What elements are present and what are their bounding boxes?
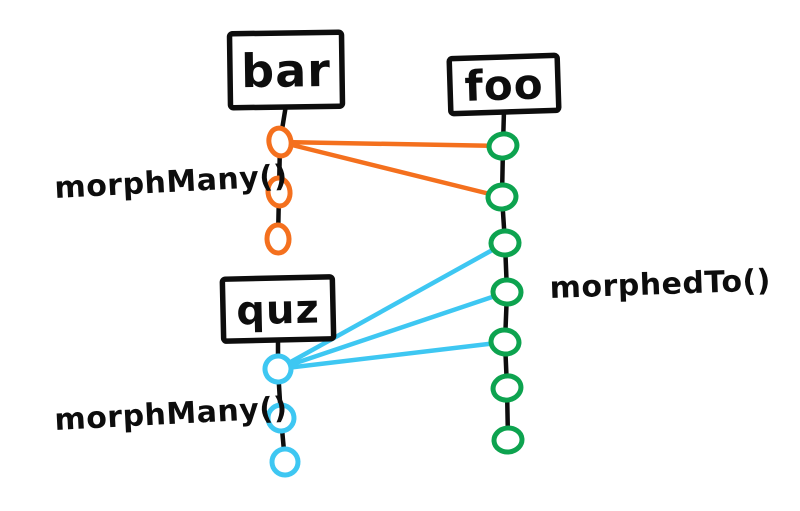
entity-box-bar: [226, 29, 346, 111]
entity-box-label-quz: quz: [236, 286, 320, 334]
record-node-foo-4: [488, 327, 522, 357]
relation-edge-quz-foo-3: [275, 289, 510, 372]
chain-line-bar: [275, 102, 289, 242]
record-node-bar-1: [265, 175, 293, 209]
entity-box-label-bar: bar: [241, 43, 331, 98]
record-node-foo-1: [485, 182, 519, 212]
relation-edge-quz-foo-4: [275, 339, 508, 372]
record-node-quz-0: [262, 353, 294, 385]
relation-edge-bar-foo-0: [277, 139, 506, 149]
record-node-foo-2: [488, 228, 522, 258]
record-node-bar-0: [266, 125, 294, 159]
record-node-quz-1: [265, 402, 297, 434]
record-node-quz-2: [269, 446, 301, 478]
record-node-foo-3: [490, 277, 524, 307]
relation-label-1: morphedTo(): [549, 263, 771, 306]
entity-box-quz: [219, 274, 337, 344]
relation-label-0: morphMany(): [54, 159, 289, 206]
relation-edge-bar-foo-1: [277, 139, 505, 200]
relation-label-2: morphMany(): [54, 391, 289, 438]
record-node-bar-2: [264, 222, 292, 256]
record-node-foo-5: [490, 373, 524, 403]
entity-box-foo: [446, 52, 562, 117]
entity-box-label-foo: foo: [464, 59, 544, 110]
record-node-foo-0: [486, 131, 520, 161]
relation-edge-quz-foo-2: [275, 240, 508, 372]
record-node-foo-6: [491, 425, 525, 455]
